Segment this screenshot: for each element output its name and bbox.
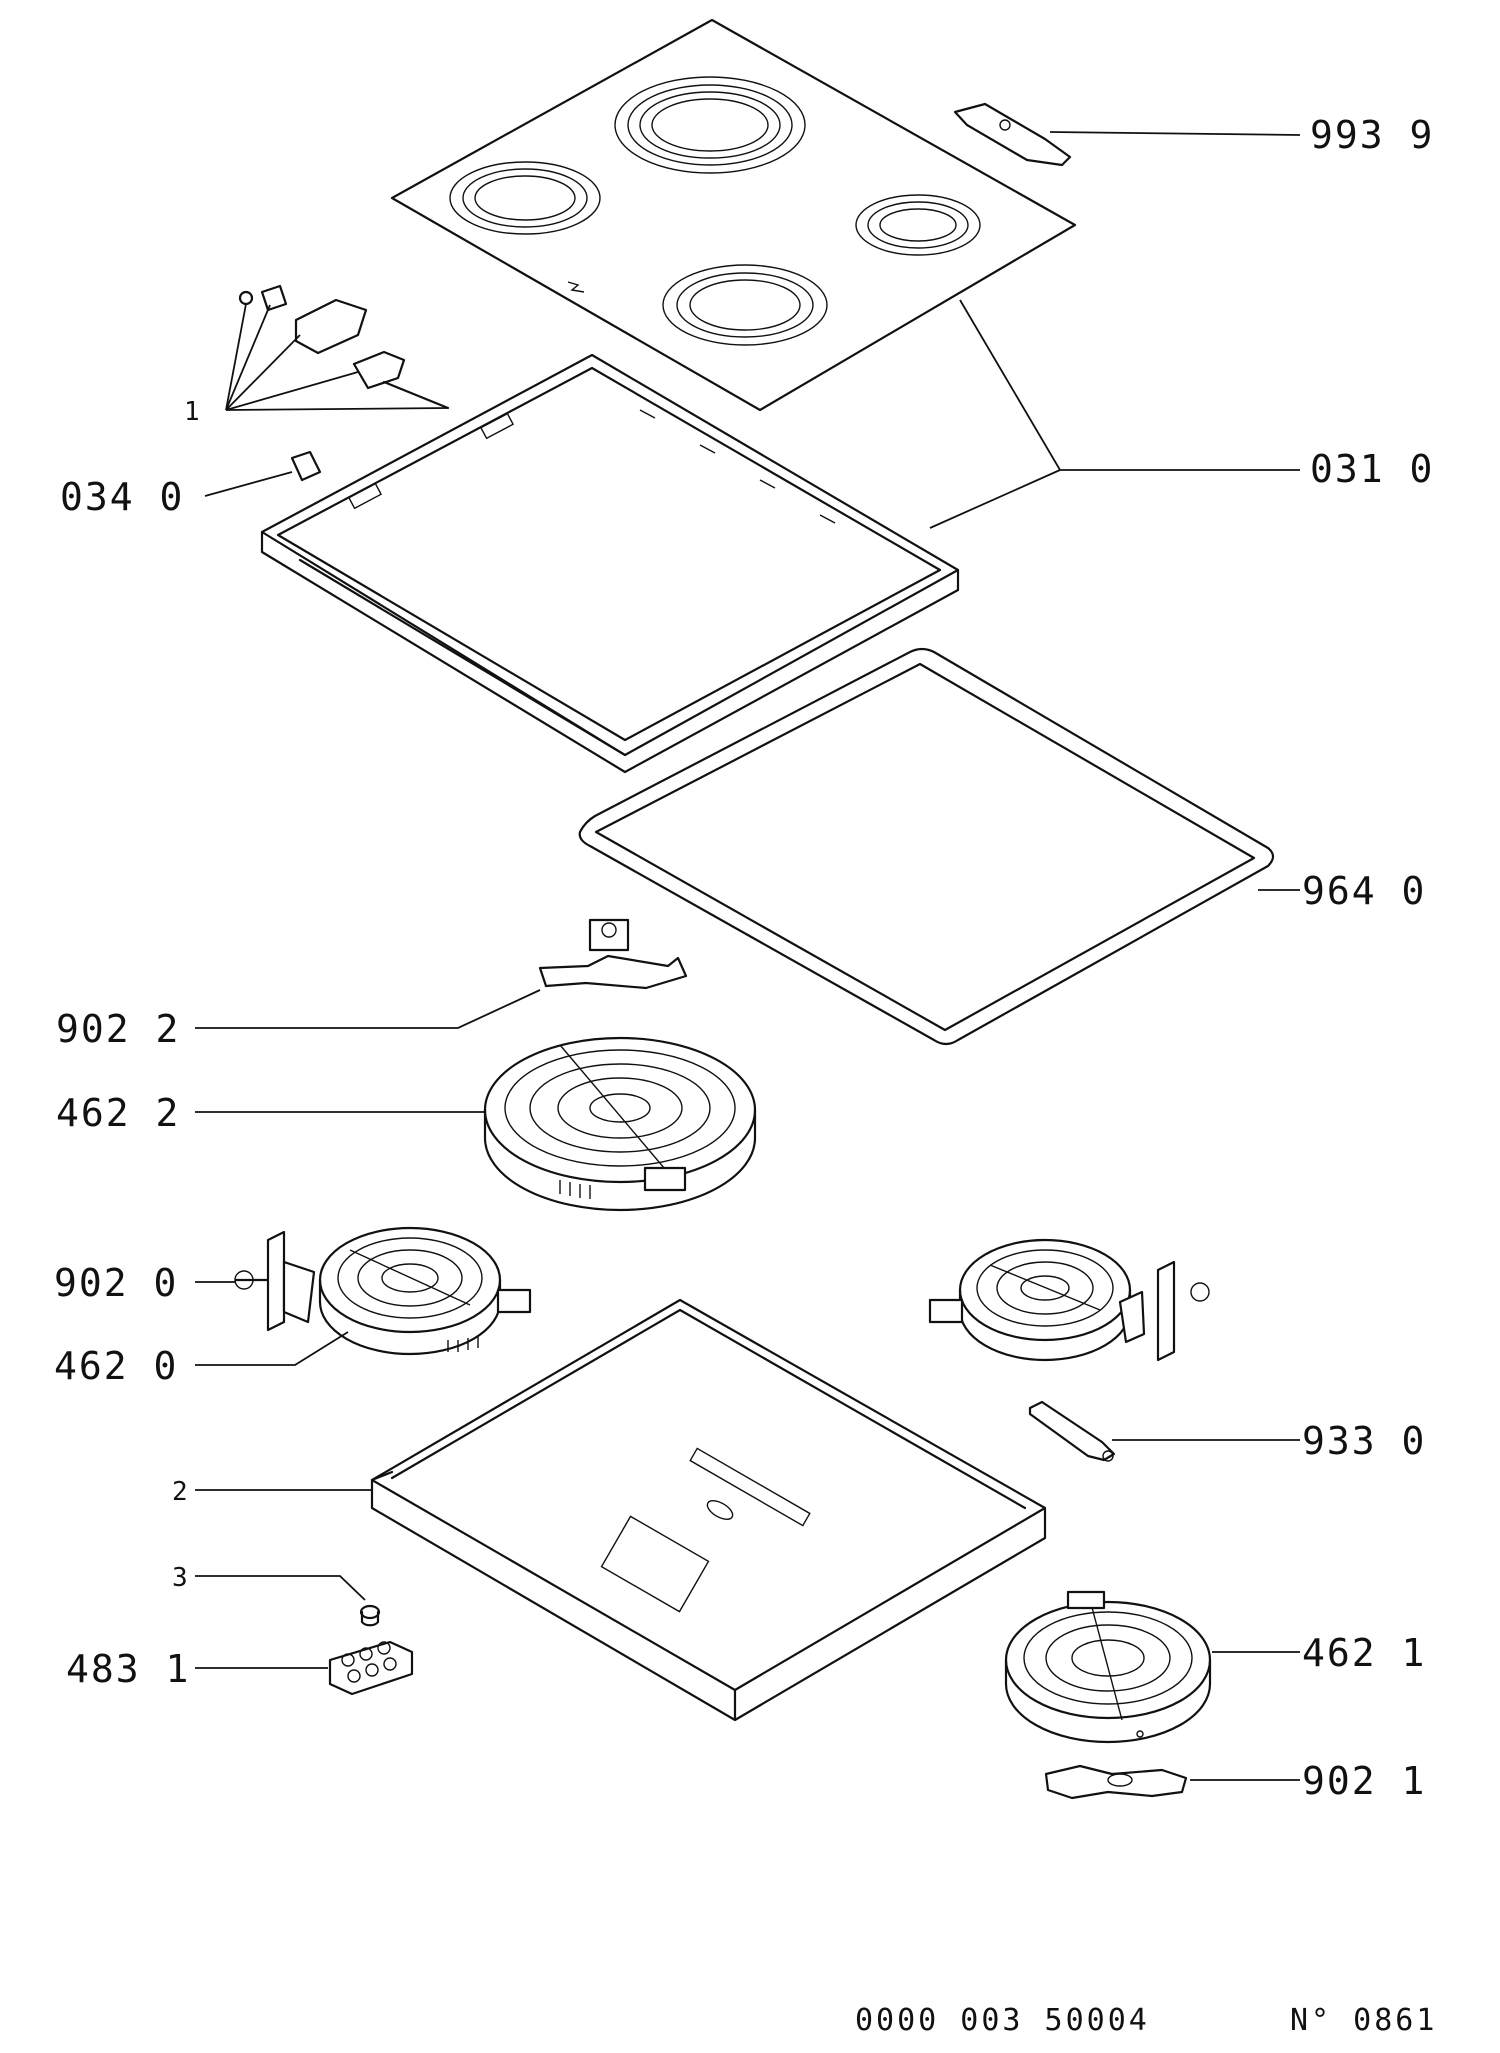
- heating-element-462-0: [318, 1226, 532, 1356]
- heating-element-462-1: [1004, 1590, 1212, 1744]
- callout-9022: 902 2: [56, 1007, 180, 1051]
- drawing-code: 0000 003 50004: [855, 2003, 1150, 2038]
- heating-element-462-2: [483, 1036, 757, 1212]
- callout-1: 1: [184, 397, 200, 427]
- terminal-block: [328, 1640, 414, 1696]
- callout-4622: 462 2: [56, 1091, 180, 1135]
- callout-9640: 964 0: [1302, 869, 1426, 913]
- sensor-part-933-0: [1028, 1400, 1116, 1462]
- heating-element-right: [928, 1238, 1210, 1362]
- gasket-seal: [578, 647, 1275, 1046]
- callout-4621: 462 1: [1302, 1631, 1426, 1675]
- callout-9939: 993 9: [1310, 113, 1434, 157]
- callout-0340: 034 0: [60, 475, 184, 519]
- callout-9330: 933 0: [1302, 1419, 1426, 1463]
- heater-bracket-902-2: [538, 918, 688, 990]
- callout-2: 2: [172, 1477, 188, 1507]
- base-tray: [370, 1298, 1047, 1722]
- clip-part: [290, 450, 322, 482]
- callout-4831: 483 1: [66, 1647, 190, 1691]
- callout-4620: 462 0: [54, 1344, 178, 1388]
- cooktop-frame: [260, 353, 960, 774]
- callout-0310: 031 0: [1310, 447, 1434, 491]
- cap-part: [359, 1604, 381, 1627]
- callout-9021: 902 1: [1302, 1759, 1426, 1803]
- callout-3: 3: [172, 1563, 188, 1593]
- heater-bracket-902-0: [234, 1230, 316, 1332]
- heater-bracket-902-1: [1044, 1764, 1188, 1800]
- glass-cooktop-top: [390, 18, 1077, 412]
- sensor-bracket-part: [953, 102, 1072, 167]
- fixing-parts-set: [238, 284, 450, 410]
- drawing-ref: N° 0861: [1290, 2003, 1437, 2038]
- callout-9020: 902 0: [54, 1261, 178, 1305]
